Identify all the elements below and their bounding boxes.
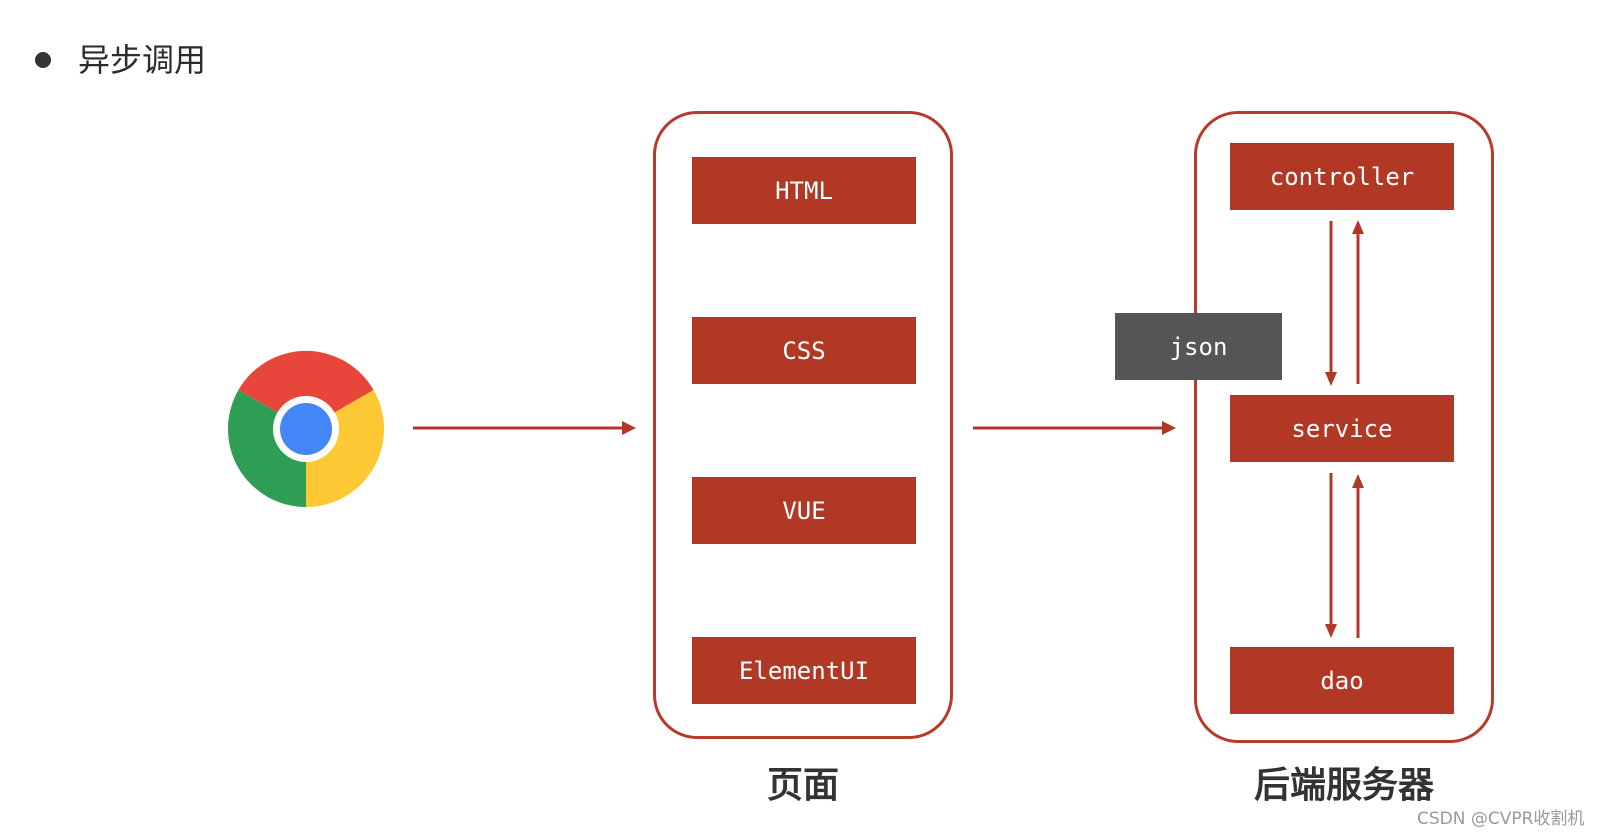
arrow-page-to-server xyxy=(973,421,1176,435)
arrow-dao-to-service xyxy=(1352,474,1364,638)
server-frame xyxy=(1194,111,1494,743)
css-box: CSS xyxy=(692,317,916,384)
watermark: CSDN @CVPR收割机 xyxy=(1417,809,1585,829)
html-box: HTML xyxy=(692,157,916,224)
page-caption: 页面 xyxy=(766,765,839,806)
dao-box: dao xyxy=(1230,647,1454,714)
slide-heading: 异步调用 xyxy=(78,41,207,79)
json-label: json xyxy=(1115,313,1282,380)
vue-box: VUE xyxy=(692,477,916,544)
elementui-box: ElementUI xyxy=(692,637,916,704)
arrow-controller-to-service xyxy=(1325,221,1337,386)
service-box: service xyxy=(1230,395,1454,462)
arrow-service-to-controller xyxy=(1352,220,1364,384)
arrow-service-to-dao xyxy=(1325,473,1337,638)
chrome-browser-icon xyxy=(227,350,385,508)
bullet-dot xyxy=(35,52,51,68)
arrow-browser-to-page xyxy=(413,421,636,435)
server-caption: 后端服务器 xyxy=(1253,765,1434,806)
controller-box: controller xyxy=(1230,143,1454,210)
page-frame xyxy=(653,111,953,739)
